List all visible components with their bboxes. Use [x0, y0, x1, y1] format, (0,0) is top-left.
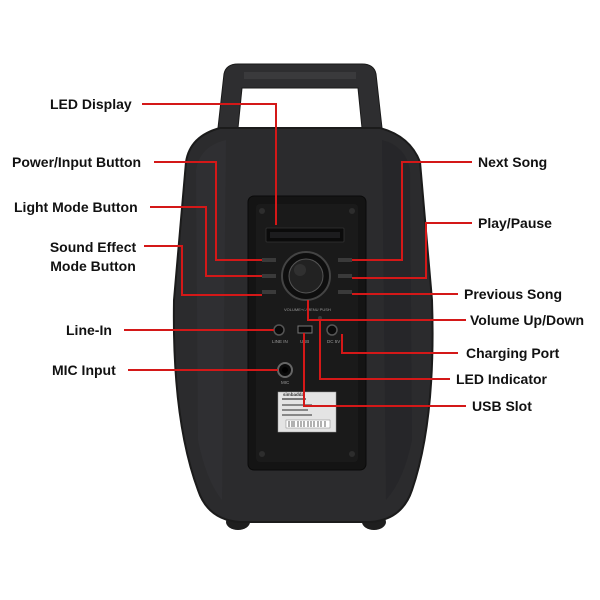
label-led-indicator: LED Indicator [456, 371, 548, 387]
speaker-handle [217, 63, 383, 129]
label-led-display: LED Display [50, 96, 132, 112]
label-light-mode-button: Light Mode Button [14, 199, 138, 215]
label-mic-input: MIC Input [52, 362, 116, 378]
label-sound-effect-mode-button: Sound Effect Mode Button [38, 238, 148, 276]
product-sticker [277, 391, 337, 433]
charging-port [326, 324, 338, 336]
volume-knob [281, 251, 331, 301]
left-side-buttons [262, 258, 276, 294]
panel-text-brand: simbadda [283, 392, 305, 397]
label-charging-port: Charging Port [466, 345, 560, 361]
label-play-pause: Play/Pause [478, 215, 552, 231]
label-next-song: Next Song [478, 154, 548, 170]
leader-power-input [154, 161, 262, 261]
line-in-port [273, 324, 285, 336]
leader-sound-effect [144, 245, 262, 296]
leader-lines [124, 103, 472, 407]
label-line-in: Line-In [66, 322, 112, 338]
panel-text-dc: DC 5V [327, 339, 340, 344]
leader-charging-port [341, 334, 458, 354]
leader-light-mode [150, 206, 262, 277]
panel-text-line-in: LINE IN [272, 339, 288, 344]
label-usb-slot: USB Slot [472, 398, 532, 414]
label-sound-effect-line2: Mode Button [50, 258, 136, 274]
label-sound-effect-line1: Sound Effect [49, 239, 137, 255]
leader-led-indicator [319, 320, 450, 380]
right-side-buttons [338, 258, 352, 294]
leader-next-song [352, 161, 472, 261]
leader-led-display [142, 103, 277, 225]
label-volume-up-down: Volume Up/Down [470, 312, 585, 328]
leader-volume [307, 300, 466, 321]
leader-play-pause [352, 222, 472, 279]
label-previous-song: Previous Song [464, 286, 563, 302]
panel-text-mic: MIC [281, 380, 290, 385]
label-power-input-button: Power/Input Button [12, 154, 142, 170]
usb-port [297, 325, 313, 334]
leader-usb-slot [303, 333, 466, 407]
